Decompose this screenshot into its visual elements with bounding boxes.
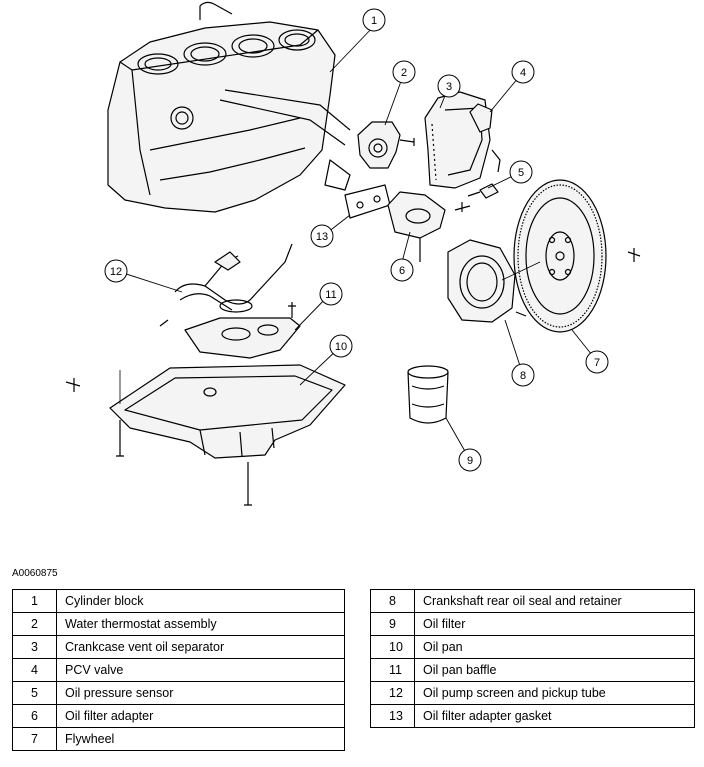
callout-7: 7 [585, 350, 609, 374]
cylinder-block-drawing [107, 1, 351, 213]
callout-11: 11 [319, 282, 343, 306]
legend-number: 12 [370, 681, 415, 705]
callout-number: 6 [399, 265, 405, 277]
callout-circle [390, 258, 414, 282]
legend-number: 13 [370, 704, 415, 728]
callout-number: 11 [325, 289, 336, 301]
callout-circle [437, 74, 461, 98]
thermostat-drawing [357, 121, 415, 169]
callout-circle [329, 334, 353, 358]
legend-label: Cylinder block [56, 589, 345, 613]
legend-label: Oil pan baffle [414, 658, 695, 682]
legend-number: 1 [12, 589, 57, 613]
callout-3: 3 [437, 74, 461, 98]
callout-5: 5 [509, 160, 533, 184]
legend-label: Flywheel [56, 727, 345, 751]
callout-circle [392, 60, 416, 84]
callout-number: 8 [520, 370, 526, 382]
callout-number: 12 [110, 266, 122, 278]
callout-number: 10 [335, 341, 347, 353]
legend-number: 3 [12, 635, 57, 659]
adapter-gasket-drawing [344, 184, 391, 219]
legend-label: Water thermostat assembly [56, 612, 345, 636]
flywheel-drawing [501, 179, 641, 333]
legend-number: 7 [12, 727, 57, 751]
callout-number: 1 [371, 15, 377, 27]
oil-pan-baffle-drawing [184, 302, 301, 359]
callout-2: 2 [392, 60, 416, 84]
legend-label: Oil pan [414, 635, 695, 659]
legend-label: Crankshaft rear oil seal and retainer [414, 589, 695, 613]
callout-number: 4 [520, 67, 526, 79]
pickup-tube-drawing [159, 243, 293, 327]
legend-number: 6 [12, 704, 57, 728]
callout-number: 13 [316, 231, 328, 243]
callout-number: 3 [446, 81, 452, 93]
legend-label: Oil pressure sensor [56, 681, 345, 705]
legend-label: Oil filter adapter [56, 704, 345, 728]
callout-8: 8 [511, 363, 535, 387]
callout-9: 9 [458, 448, 482, 472]
legend-number: 4 [12, 658, 57, 682]
callout-10: 10 [329, 334, 353, 358]
callout-4: 4 [511, 60, 535, 84]
callout-circle [310, 224, 334, 248]
legend-number: 5 [12, 681, 57, 705]
callout-circle [511, 363, 535, 387]
oil-pan-drawing [65, 364, 346, 506]
legend-number: 8 [370, 589, 415, 613]
pcv-valve-drawing [469, 103, 501, 173]
callout-circle [511, 60, 535, 84]
legend-label: PCV valve [56, 658, 345, 682]
legend-label: Oil filter adapter gasket [414, 704, 695, 728]
oil-filter-adapter-drawing [387, 191, 446, 262]
legend-number: 2 [12, 612, 57, 636]
legend-number: 11 [370, 658, 415, 682]
callout-number: 2 [401, 67, 407, 79]
callout-circle [585, 350, 609, 374]
oil-pressure-sensor-drawing [454, 183, 499, 212]
legend-number: 9 [370, 612, 415, 636]
legend-label: Oil filter [414, 612, 695, 636]
rear-seal-retainer-drawing [447, 239, 527, 323]
callout-number: 9 [467, 455, 473, 467]
legend-label: Crankcase vent oil separator [56, 635, 345, 659]
legend-number: 10 [370, 635, 415, 659]
callout-6: 6 [390, 258, 414, 282]
callout-circle [458, 448, 482, 472]
callout-13: 13 [310, 224, 334, 248]
callout-circle [104, 259, 128, 283]
callout-circle [319, 282, 343, 306]
callout-12: 12 [104, 259, 128, 283]
oil-filter-drawing [407, 365, 449, 424]
callout-1: 1 [362, 8, 386, 32]
callout-number: 5 [518, 167, 524, 179]
callout-circle [509, 160, 533, 184]
callout-number: 7 [594, 357, 600, 369]
callout-circle [362, 8, 386, 32]
figure-id: A0060875 [12, 568, 58, 579]
legend-label: Oil pump screen and pickup tube [414, 681, 695, 705]
